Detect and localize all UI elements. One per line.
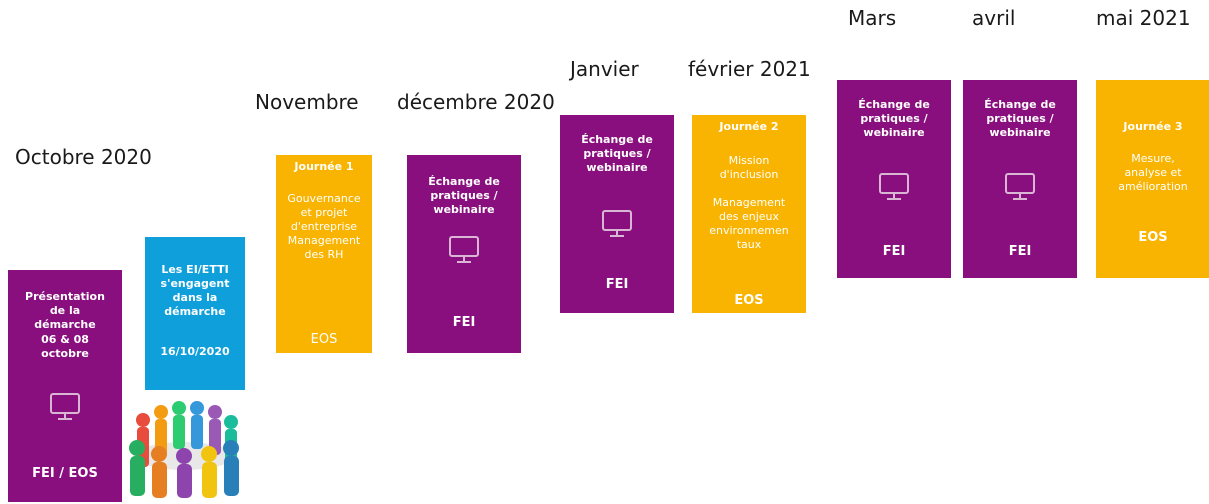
- month-label-fevrier: février 2021: [688, 57, 811, 81]
- month-label-decembre: décembre 2020: [397, 90, 555, 114]
- month-label-mars: Mars: [848, 6, 897, 30]
- card-echange-avril: Échange de pratiques / webinaire FEI: [963, 80, 1077, 278]
- month-label-octobre: Octobre 2020: [15, 145, 152, 169]
- card-engagement: Les EI/ETTI s'engagent dans la démarche …: [145, 237, 245, 390]
- monitor-icon: [878, 172, 910, 202]
- card-footer: FEI: [605, 277, 629, 292]
- card-footer: FEI: [452, 315, 476, 330]
- card-journee-2: Journée 2 Mission d'inclusion Management…: [692, 115, 806, 313]
- card-title: Échange de pratiques / webinaire: [858, 98, 930, 139]
- month-label-mai: mai 2021: [1096, 6, 1191, 30]
- monitor-icon: [448, 235, 480, 265]
- card-date: 16/10/2020: [160, 345, 230, 358]
- card-title: Les EI/ETTI s'engagent dans la démarche: [160, 263, 230, 318]
- card-footer: EOS: [310, 332, 338, 347]
- card-title: Journée 2: [719, 120, 779, 133]
- card-body: Mesure, analyse et amélioration: [1118, 152, 1188, 193]
- monitor-icon: [601, 209, 633, 239]
- card-footer: FEI: [1008, 244, 1032, 259]
- card-journee-1: Journée 1 Gouvernance et projet d'entrep…: [276, 155, 372, 353]
- card-title: Présentation de la démarche: [25, 290, 105, 331]
- card-body: Gouvernance et projet d'entreprise Manag…: [287, 192, 361, 261]
- card-title: Échange de pratiques / webinaire: [984, 98, 1056, 139]
- card-echange-janvier: Échange de pratiques / webinaire FEI: [560, 115, 674, 313]
- card-body: 06 & 08 octobre: [41, 333, 89, 360]
- monitor-icon: [49, 392, 81, 422]
- card-presentation: Présentation de la démarche 06 & 08 octo…: [8, 270, 122, 502]
- card-journee-3: Journée 3 Mesure, analyse et amélioratio…: [1096, 80, 1209, 278]
- card-footer: FEI: [882, 244, 906, 259]
- card-echange-decembre: Échange de pratiques / webinaire FEI: [407, 155, 521, 353]
- month-label-avril: avril: [972, 6, 1016, 30]
- month-label-janvier: Janvier: [570, 57, 639, 81]
- card-title: Journée 1: [294, 160, 354, 173]
- card-footer: FEI / EOS: [32, 466, 98, 481]
- monitor-icon: [1004, 172, 1036, 202]
- card-title: Journée 3: [1123, 120, 1183, 133]
- card-title: Échange de pratiques / webinaire: [581, 133, 653, 174]
- month-label-novembre: Novembre: [255, 90, 359, 114]
- card-body: Mission d'inclusion Management des enjeu…: [709, 154, 789, 251]
- card-title: Échange de pratiques / webinaire: [428, 175, 500, 216]
- card-footer: EOS: [1138, 230, 1168, 245]
- people-circle-image: [123, 392, 245, 500]
- card-footer: EOS: [734, 293, 764, 308]
- card-echange-mars: Échange de pratiques / webinaire FEI: [837, 80, 951, 278]
